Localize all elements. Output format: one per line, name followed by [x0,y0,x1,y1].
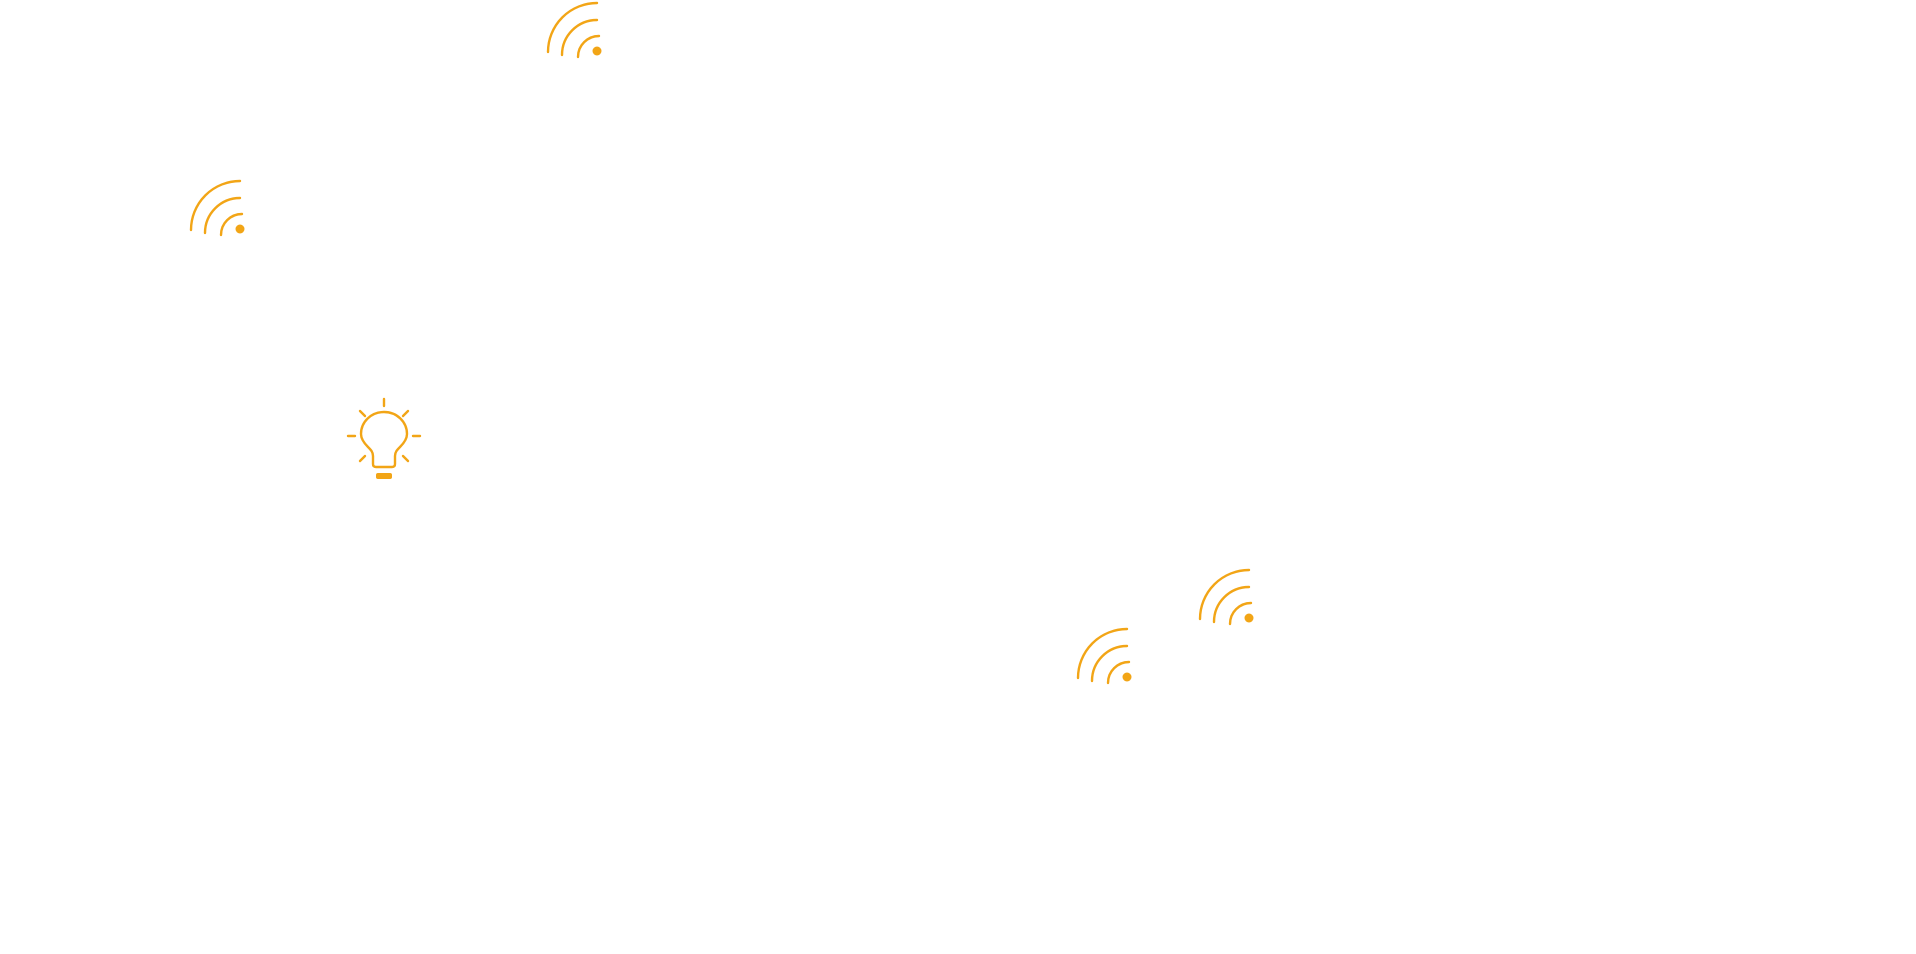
signal-icon [1075,626,1137,688]
signal-icon [188,178,250,240]
signal-icon [1197,567,1259,629]
lightbulb-icon [344,397,424,483]
signal-icon [545,0,607,62]
